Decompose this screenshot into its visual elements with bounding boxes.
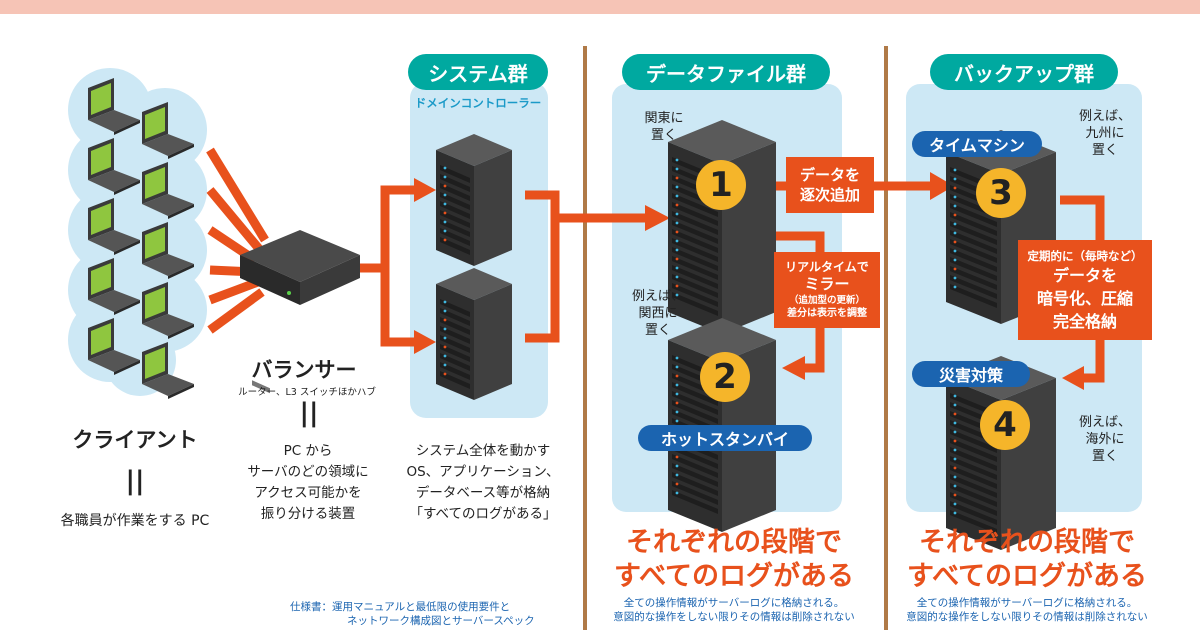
connection-rays (206, 147, 269, 334)
backup-headline: それぞれの段階ですべてのログがある (906, 527, 1148, 592)
mirror-box: リアルタイムで ミラー （追加型の更新） 差分は表示を調整 (774, 252, 880, 328)
balancer-description: PC からサーバのどの領域にアクセス可能かを振り分ける装置 (247, 443, 369, 522)
time-machine-label: タイムマシン (912, 131, 1042, 157)
divider-right (884, 46, 888, 630)
data-file-footnote: 全ての操作情報がサーバーログに格納される。意図的な操作をしない限りその情報は削除… (613, 597, 855, 623)
laptop-icon (142, 162, 194, 219)
laptop-icon (88, 258, 140, 315)
balancer-title: バランサー (251, 358, 357, 382)
clients-description: 各職員が作業をする PC (60, 513, 210, 529)
backup-footnote: 全ての操作情報がサーバーログに格納される。意図的な操作をしない限りその情報は削除… (906, 597, 1148, 623)
spec-note: 仕様書：運用マニュアルと最低限の使用要件と ネットワーク構成図とサーバースペック (290, 601, 535, 627)
server1-number-badge: 1 (696, 160, 746, 210)
server4-number-badge: 4 (980, 400, 1030, 450)
laptop-icon (142, 102, 194, 159)
clients-equals: || (125, 466, 145, 496)
laptop-icon (142, 342, 194, 399)
server3-number-badge: 3 (976, 168, 1026, 218)
system-group-label: システム群 (408, 54, 548, 90)
top-band (0, 0, 1200, 14)
balancer-to-system-arrows (360, 185, 650, 347)
append-data-box: データを逐次追加 (786, 157, 874, 213)
data-file-headline: それぞれの段階ですべてのログがある (613, 527, 855, 592)
divider-left (583, 46, 587, 630)
data-file-group-label: データファイル群 (622, 54, 830, 90)
server2-location: 例えば、関西に置く (631, 289, 684, 338)
hot-standby-label: ホットスタンバイ (638, 425, 812, 451)
arrowheads (414, 172, 954, 354)
laptop-icon (142, 282, 194, 339)
disaster-recovery-label: 災害対策 (912, 361, 1030, 387)
laptop-icon (88, 78, 140, 135)
balancer-subtitle: ルーター、L3 スイッチほかハブ (238, 387, 376, 398)
domain-controller-server-1 (436, 134, 512, 266)
laptop-icon (142, 222, 194, 279)
server2-number-badge: 2 (700, 352, 750, 402)
laptop-icon (88, 318, 140, 375)
domain-controller-server-2 (436, 268, 512, 400)
server1-location: 関東に置く (644, 111, 684, 143)
server4-location: 例えば、海外に置く (1078, 415, 1131, 464)
clients-title: クライアント (72, 428, 198, 452)
domain-controller-label: ドメインコントローラー (414, 96, 542, 110)
periodic-backup-box: 定期的に（毎時など） データを 暗号化、圧縮 完全格納 (1018, 240, 1152, 340)
balancer-equals: || (299, 398, 319, 428)
server3-location: 例えば、九州に置く (1078, 109, 1131, 158)
backup-group-label: バックアップ群 (930, 54, 1118, 90)
laptop-icon (88, 138, 140, 195)
laptop-icon (88, 198, 140, 255)
